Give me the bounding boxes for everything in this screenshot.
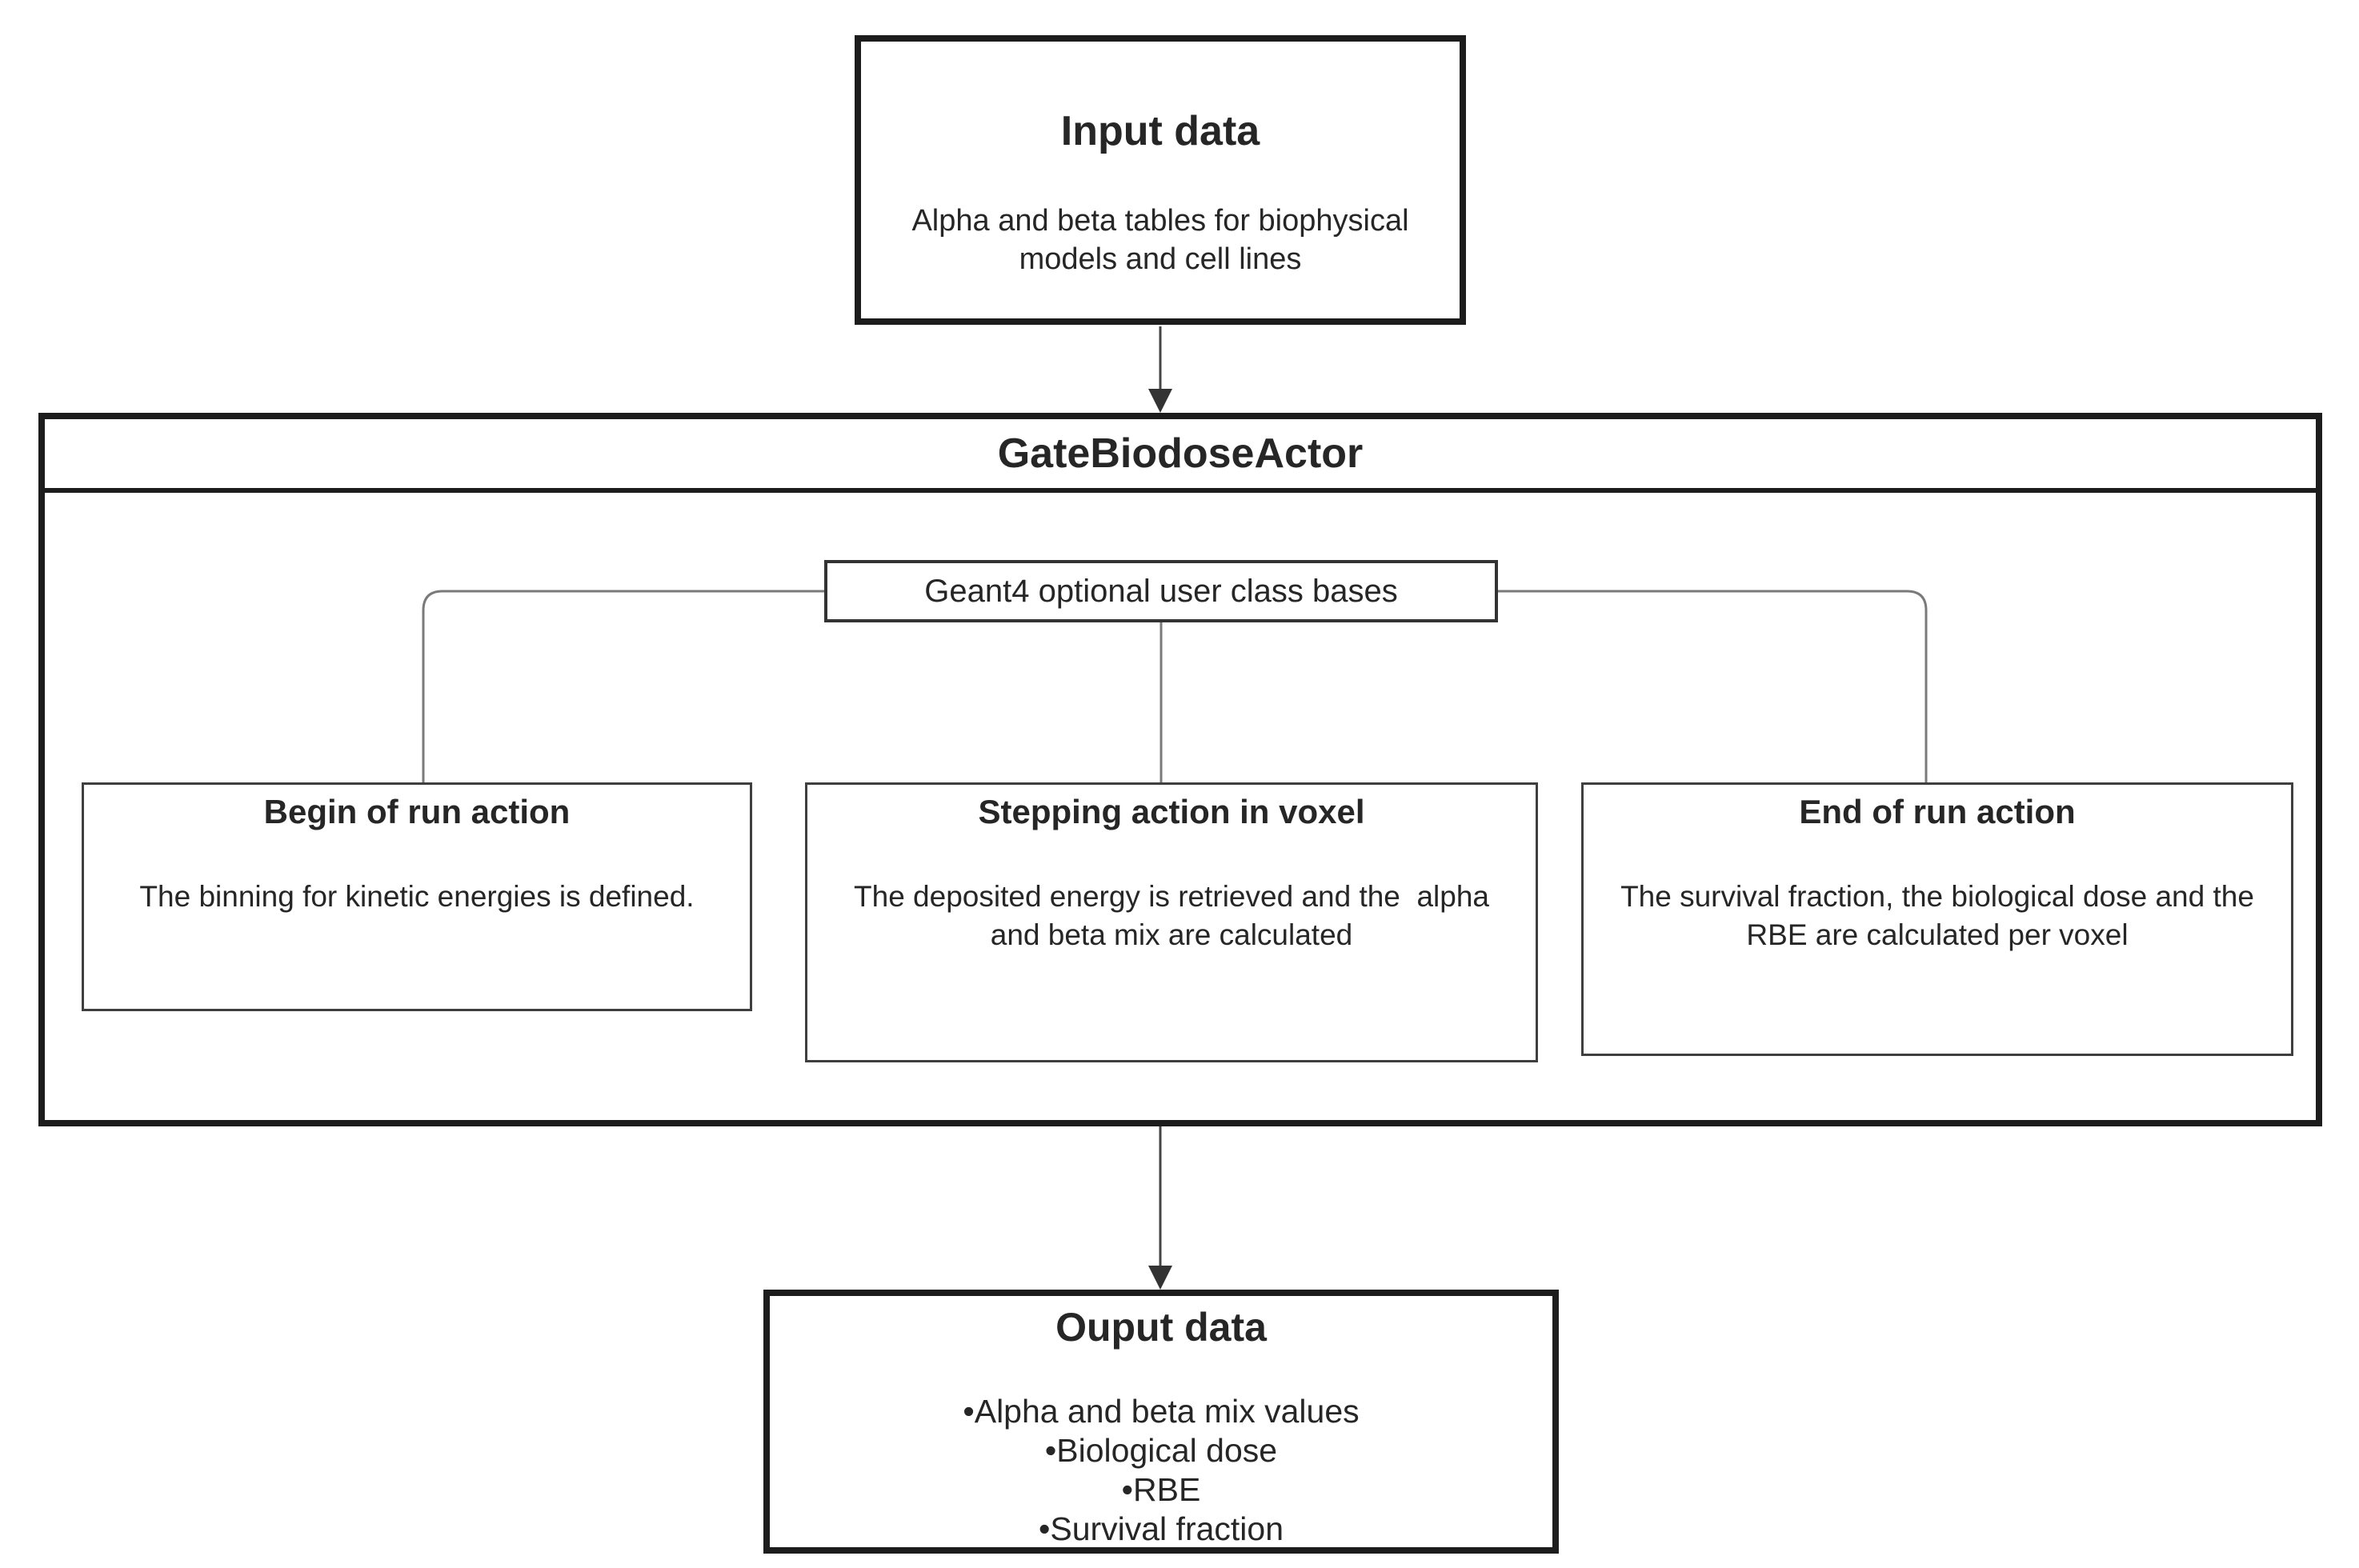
stepping-action-title: Stepping action in voxel xyxy=(978,793,1365,830)
output-data-item: Biological dose xyxy=(770,1431,1552,1470)
arrow-input-to-actor xyxy=(1148,326,1172,413)
stepping-action-description: The deposited energy is retrieved and th… xyxy=(807,878,1536,954)
stepping-action-line: The deposited energy is retrieved and th… xyxy=(854,880,1489,913)
end-of-run-action-description: The survival fraction, the biological do… xyxy=(1584,878,2291,954)
gate-biodose-actor-container: GateBiodoseActor xyxy=(38,413,2322,1126)
input-data-box: Input data Alpha and beta tables for bio… xyxy=(855,35,1466,325)
end-of-run-action-line: RBE are calculated per voxel xyxy=(1746,918,2129,951)
begin-of-run-action-line: The binning for kinetic energies is defi… xyxy=(139,880,695,913)
end-of-run-action-title: End of run action xyxy=(1799,793,2076,830)
begin-of-run-action-title: Begin of run action xyxy=(263,793,571,830)
output-data-item: Alpha and beta mix values xyxy=(770,1392,1552,1431)
gate-biodose-actor-title: GateBiodoseActor xyxy=(997,430,1364,477)
output-data-box: Ouput data Alpha and beta mix values Bio… xyxy=(763,1290,1559,1554)
output-data-item: Survival fraction xyxy=(770,1510,1552,1549)
geant4-user-class-label: Geant4 optional user class bases xyxy=(924,573,1398,609)
stepping-action-box: Stepping action in voxel The deposited e… xyxy=(805,782,1538,1062)
input-data-title: Input data xyxy=(1060,108,1260,154)
output-data-title: Ouput data xyxy=(1055,1305,1267,1350)
begin-of-run-action-description: The binning for kinetic energies is defi… xyxy=(84,878,750,916)
geant4-user-class-box: Geant4 optional user class bases xyxy=(824,560,1498,622)
output-data-item: RBE xyxy=(770,1470,1552,1510)
end-of-run-action-box: End of run action The survival fraction,… xyxy=(1581,782,2293,1056)
stepping-action-line: and beta mix are calculated xyxy=(990,918,1353,951)
arrow-actor-to-output xyxy=(1148,1126,1172,1290)
input-data-line: models and cell lines xyxy=(1019,242,1302,276)
input-data-line: Alpha and beta tables for biophysical xyxy=(911,204,1409,238)
input-data-description: Alpha and beta tables for biophysical mo… xyxy=(861,202,1460,278)
begin-of-run-action-box: Begin of run action The binning for kine… xyxy=(82,782,752,1011)
gate-biodose-actor-header: GateBiodoseActor xyxy=(45,419,2316,493)
end-of-run-action-line: The survival fraction, the biological do… xyxy=(1620,880,2254,913)
output-data-list: Alpha and beta mix values Biological dos… xyxy=(770,1392,1552,1549)
